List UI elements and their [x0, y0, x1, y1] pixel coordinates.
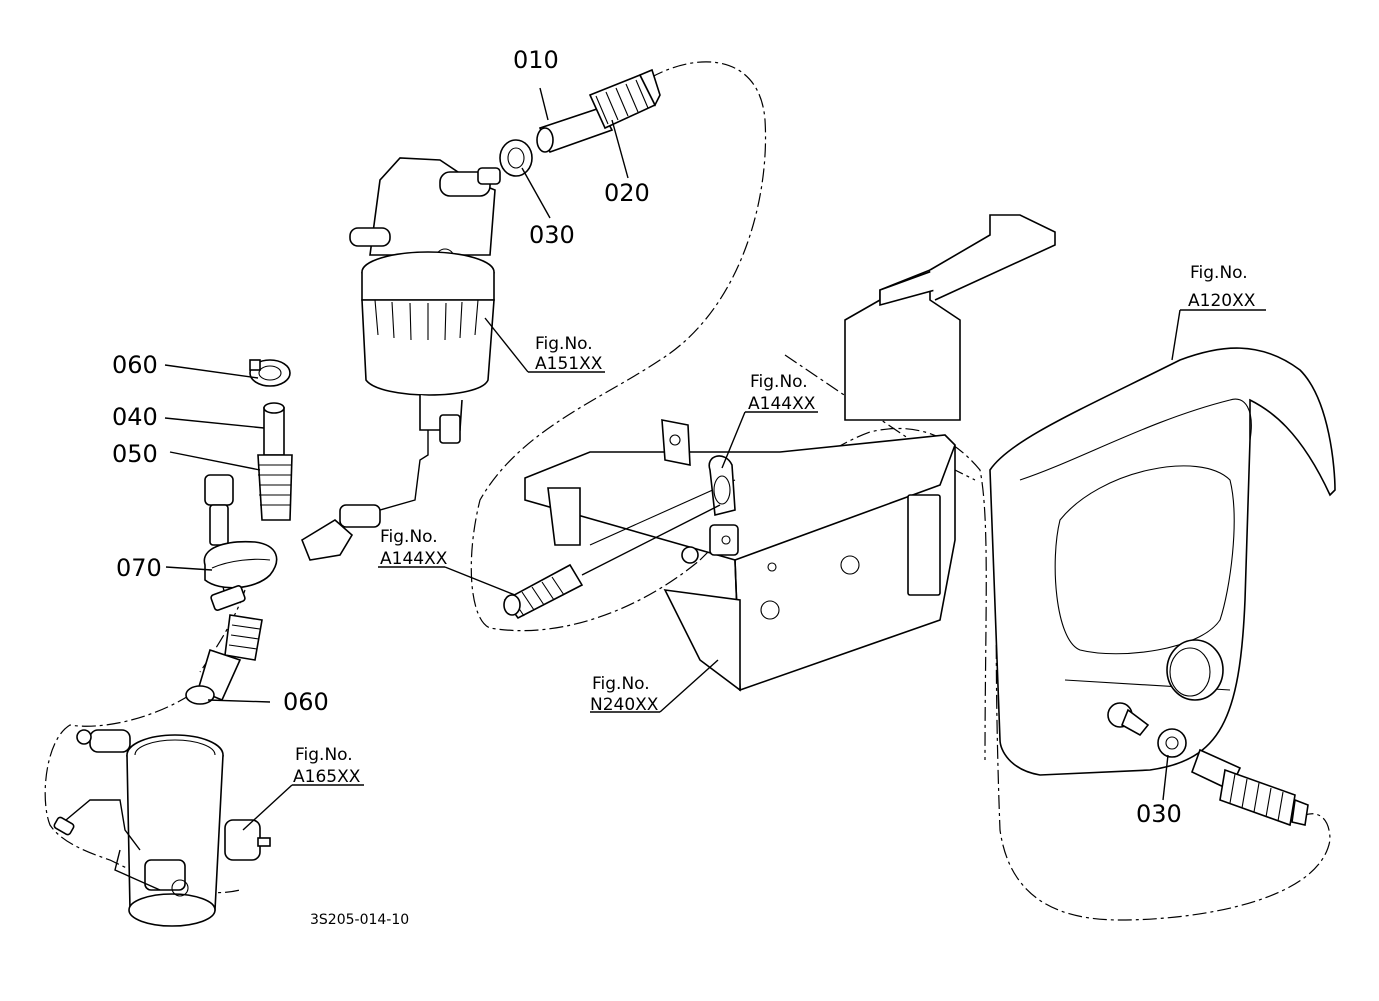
lower-hose	[185, 614, 263, 705]
fig-a165-line1: Fig.No.	[295, 745, 353, 765]
fig-a151-line1: Fig.No.	[535, 334, 593, 354]
return-spring	[503, 504, 721, 620]
fig-n240-line1: Fig.No.	[592, 674, 650, 694]
fig-a144-top-line1: Fig.No.	[750, 372, 808, 392]
fig-a144-left-line1: Fig.No.	[380, 527, 438, 547]
label-070: 070	[116, 554, 162, 582]
tank-hose	[1190, 748, 1309, 827]
intake-body-assembly	[53, 729, 271, 927]
part-labels: 010 020 030 060 040 050 070 060 030	[112, 46, 1182, 828]
protector-050	[257, 454, 293, 521]
fuel-tank	[989, 347, 1336, 776]
hose-fitting	[477, 139, 533, 185]
fuel-hose-010	[536, 68, 661, 154]
fig-n240-line2: N240XX	[590, 695, 659, 715]
cable-clip	[681, 455, 739, 564]
fig-a144-top-line2: A144XX	[748, 394, 816, 414]
label-050: 050	[112, 440, 158, 468]
label-010: 010	[513, 46, 559, 74]
fuel-filter-assembly	[301, 157, 496, 561]
clamp-060-top	[249, 359, 291, 387]
label-060-bottom: 060	[283, 688, 329, 716]
fig-a165-line2: A165XX	[293, 767, 361, 787]
label-030-top: 030	[529, 221, 575, 249]
leader-lines	[164, 87, 1266, 831]
label-030-right: 030	[1136, 800, 1182, 828]
label-040: 040	[112, 403, 158, 431]
hose-040	[263, 402, 285, 456]
fig-a120-line2: A120XX	[1188, 291, 1256, 311]
band-070	[203, 540, 278, 611]
figure-reference-labels: Fig.No. A151XX Fig.No. A144XX Fig.No. A1…	[293, 263, 1256, 787]
fig-a151-line2: A151XX	[535, 354, 603, 374]
fig-a144-left-line2: A144XX	[380, 549, 448, 569]
drawing-code: 3S205-014-10	[310, 912, 409, 928]
clamp-030-right	[1157, 728, 1187, 758]
label-060-top: 060	[112, 351, 158, 379]
label-020: 020	[604, 179, 650, 207]
fig-a120-line1: Fig.No.	[1190, 263, 1248, 283]
center-bracket-assembly	[524, 214, 1056, 692]
